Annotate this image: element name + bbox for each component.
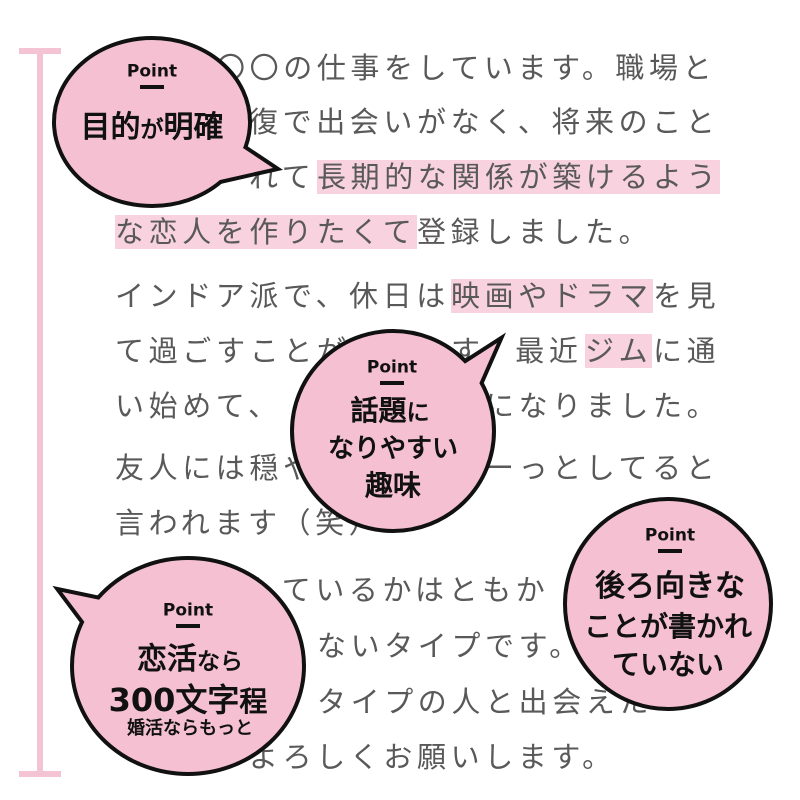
- bubble-circle: [563, 497, 773, 711]
- body-text: ないタイプです。: [317, 629, 583, 663]
- point-text-part: 目的: [80, 110, 141, 145]
- point-text: 話題に: [350, 397, 429, 425]
- highlighted-text: 映画やドラマ: [451, 279, 653, 313]
- point-text-part: 程: [239, 685, 268, 718]
- point-underline: [176, 624, 200, 628]
- body-text: に通: [653, 334, 721, 368]
- body-text: タイプの人と出会えた: [317, 685, 654, 719]
- highlighted-text: ジム: [585, 334, 653, 368]
- body-text: ーっとしてると: [485, 451, 720, 485]
- point-text: 恋活なら: [137, 645, 243, 675]
- body-text: 〇〇の仕事をしています。職場と: [216, 51, 717, 85]
- point-text-part: 300文字: [108, 681, 240, 719]
- point-text: ていない: [611, 648, 725, 681]
- body-text: 復で出会いがなく、将来のこと: [249, 105, 720, 139]
- body-text: を見: [653, 279, 721, 313]
- point-label: Point: [162, 600, 214, 621]
- point-label: Point: [366, 357, 418, 378]
- bracket-bottom-cap: [19, 771, 61, 777]
- bubble-tail-fill: [62, 592, 110, 640]
- point-text: 300文字程: [109, 684, 268, 716]
- point-underline: [658, 549, 682, 553]
- bracket-line: [37, 50, 43, 776]
- body-text: 友人には穏や: [115, 451, 317, 485]
- body-text: になりました。: [485, 389, 721, 423]
- point-bubble-positive: [563, 497, 773, 711]
- point-text-part: 話題: [350, 394, 407, 427]
- body-text: よろしくお願いします。: [249, 740, 616, 774]
- bubble-tail-fill: [220, 138, 273, 180]
- point-text-part: なら: [197, 649, 243, 675]
- point-label: Point: [644, 525, 696, 546]
- body-text: しているかはともか: [249, 573, 550, 607]
- point-text: ことが書かれ: [583, 610, 753, 643]
- body-text: インドア派で、休日は: [115, 279, 450, 313]
- bubble-circle: [290, 329, 496, 533]
- point-text-part: 明確: [163, 110, 224, 145]
- point-text-part: が: [140, 117, 164, 143]
- point-text: 目的が明確: [81, 113, 224, 143]
- point-bubble-purpose: [52, 36, 283, 208]
- highlighted-text: 長期的な関係が築けるよう: [317, 160, 721, 194]
- point-text-part: 恋活: [137, 642, 197, 677]
- point-text-part: に: [406, 400, 430, 426]
- point-underline: [380, 381, 404, 385]
- point-text: なりやすい: [327, 434, 459, 464]
- point-text: 後ろ向きな: [595, 569, 745, 604]
- bubble-circle: [52, 36, 252, 208]
- point-text: 婚活ならもっと: [127, 718, 253, 739]
- bubble-tail-fill: [452, 343, 497, 400]
- point-text: 趣味: [364, 469, 422, 502]
- body-text: 登録しました。: [417, 215, 653, 249]
- body-text: い始めて、: [115, 389, 282, 423]
- point-bubble-hobby: [290, 329, 506, 533]
- body-text: て過ごすことが: [115, 334, 351, 368]
- highlighted-text: な恋人を作りたくて: [115, 215, 417, 249]
- point-bubble-length: [52, 556, 306, 776]
- point-label: Point: [126, 61, 178, 82]
- bubble-circle: [70, 556, 306, 776]
- point-underline: [140, 85, 164, 89]
